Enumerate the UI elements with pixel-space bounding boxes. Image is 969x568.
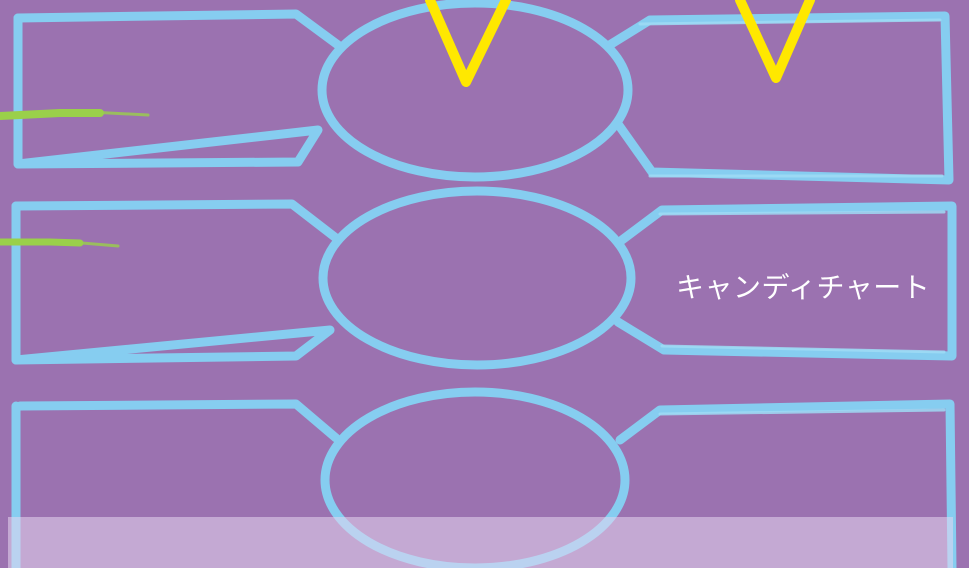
row-1-left-box [18, 14, 338, 164]
check-mark-right [740, 0, 810, 78]
green-chalk-streak-1 [0, 113, 100, 116]
candy-row-1 [18, 3, 949, 180]
check-mark-left [430, 0, 506, 82]
row-2-left-box [16, 204, 336, 360]
diagram-caption: キャンディチャート [676, 266, 930, 306]
green-chalk-streak-2 [0, 242, 80, 243]
row-1-center-ellipse [322, 3, 628, 177]
row-1-right-box [608, 16, 949, 180]
row-2-center-ellipse [323, 191, 631, 365]
translucent-overlay-band [8, 517, 953, 568]
